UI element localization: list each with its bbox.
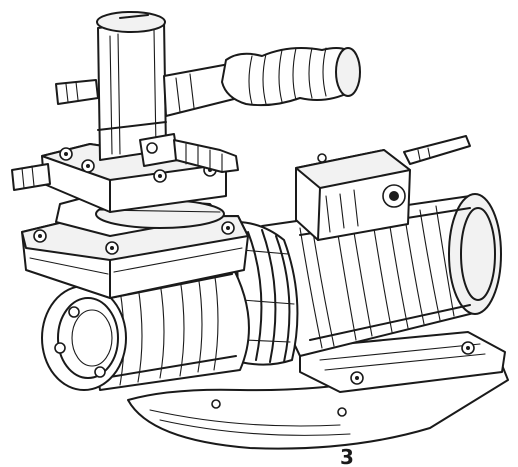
hose-nozzle [139, 133, 239, 173]
motor-foot [299, 331, 506, 393]
coupling-housing [235, 221, 299, 366]
side-nozzles [11, 79, 99, 191]
rubber-grip [221, 47, 361, 107]
figure-mark: 3 [340, 445, 354, 467]
junction-box [295, 135, 471, 241]
pump-end-cap [41, 285, 127, 391]
vertical-cylinder [96, 11, 167, 161]
